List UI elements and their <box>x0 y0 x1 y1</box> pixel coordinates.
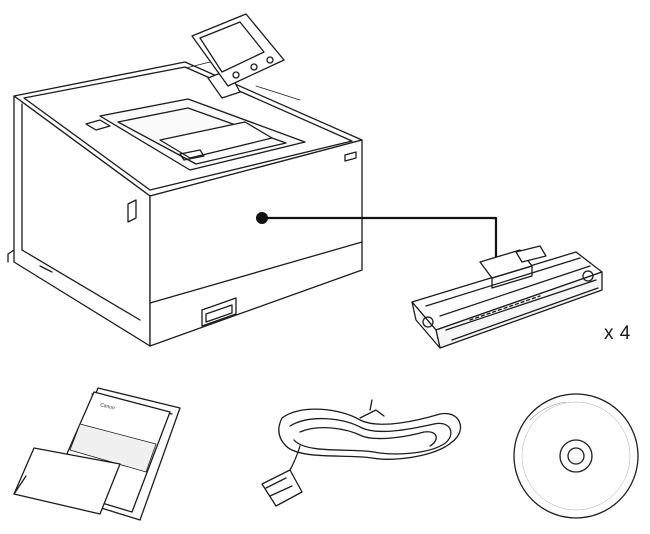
toner-location-callout <box>256 212 498 260</box>
toner-cartridge <box>411 245 603 349</box>
printer <box>7 13 363 347</box>
manuals: Canon <box>13 387 181 521</box>
cd-rom <box>513 393 639 519</box>
toner-quantity-label: x 4 <box>604 323 631 344</box>
manual-brand-logo: Canon <box>100 402 116 411</box>
power-cord <box>261 399 462 507</box>
